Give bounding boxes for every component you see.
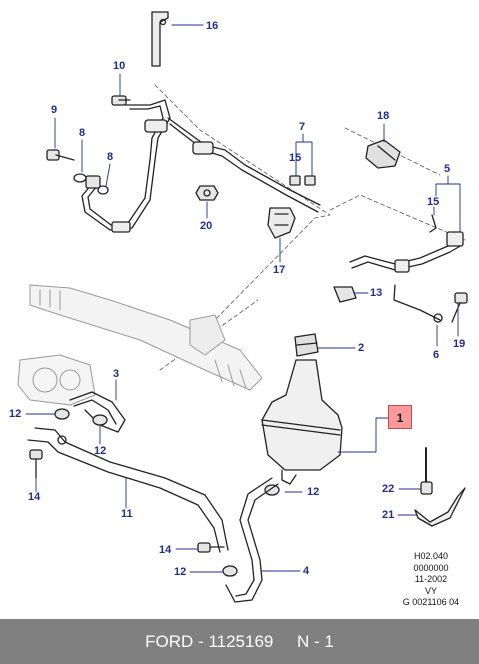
return-pipe [167, 117, 321, 213]
part-15-clip-upper [289, 175, 316, 186]
callout-5: 5 [444, 163, 451, 175]
part-12-clamp-a [54, 408, 70, 420]
callout-2: 2 [358, 342, 365, 354]
callout-14-a: 14 [28, 491, 41, 503]
callout-3: 3 [113, 368, 120, 380]
drawing-ref-line-4: VY [424, 585, 437, 596]
part-9-bolt [46, 149, 75, 161]
callout-20: 20 [200, 220, 213, 232]
part-12-clamp-b [92, 414, 108, 426]
part-11-hose [27, 427, 229, 553]
footer-text: FORD - 1125169 N - 1 [145, 632, 334, 651]
callout-17: 17 [273, 264, 286, 276]
callout-10: 10 [113, 60, 126, 72]
callout-16: 16 [206, 20, 219, 32]
steering-rack [17, 284, 263, 406]
pressure-hose [81, 99, 171, 233]
part-4-hose [225, 477, 279, 603]
part-16-bracket [151, 11, 169, 67]
pipe-assembly-5 [349, 214, 464, 273]
leader-lines [25, 24, 461, 573]
part-18-sensor [365, 139, 401, 169]
callout-8-a: 8 [79, 127, 86, 139]
part-8-washer-a [73, 173, 87, 183]
part-14-bolt-b [197, 542, 225, 553]
callout-14-b: 14 [159, 544, 172, 556]
part-13-clip [333, 286, 357, 303]
drawing-ref-line-5: G 0021106 04 [402, 597, 460, 607]
part-17-clamp [267, 207, 296, 239]
callout-6: 6 [433, 349, 440, 361]
part-21-bracket [414, 487, 466, 527]
part-10-bolt [111, 95, 131, 106]
part-12-clamp-c [264, 484, 280, 496]
part-8-fitting-b [85, 175, 109, 195]
callout-12-b: 12 [94, 445, 107, 457]
part-12-clamp-d [222, 565, 238, 577]
callout-15-a: 15 [289, 152, 302, 164]
part-19-bolt [451, 292, 468, 323]
part-6-pipe [393, 284, 443, 323]
part-20-nut [195, 185, 219, 201]
callout-22: 22 [382, 483, 395, 495]
part-1-reservoir [261, 359, 343, 485]
callout-12-a: 12 [9, 408, 22, 420]
callout-19: 19 [453, 338, 466, 350]
callout-12-d: 12 [174, 566, 187, 578]
part-2-cap [294, 333, 319, 357]
callout-9: 9 [51, 104, 58, 116]
callout-11: 11 [121, 508, 133, 520]
callout-15-b: 15 [427, 196, 440, 208]
drawing-ref-line-3: 11-2002 [414, 574, 448, 584]
part-14-bolt-a [29, 449, 43, 479]
callout-21: 21 [382, 509, 395, 521]
drawing-ref-line-1: H02.040 [413, 551, 449, 561]
callout-12-c: 12 [307, 486, 320, 498]
part-number-footer: FORD - 1125169 N - 1 [0, 619, 479, 664]
callout-8-b: 8 [107, 151, 114, 163]
drawing-reference: H02.040 0000000 11-2002 VY G 0021106 04 [396, 551, 466, 609]
callout-7: 7 [299, 121, 306, 133]
callout-18: 18 [377, 110, 390, 122]
part-22-bolt [420, 447, 433, 495]
callout-4: 4 [303, 565, 310, 577]
callout-1-highlighted[interactable]: 1 [388, 405, 412, 429]
drawing-ref-line-2: 0000000 [413, 562, 449, 573]
callout-13: 13 [370, 287, 383, 299]
